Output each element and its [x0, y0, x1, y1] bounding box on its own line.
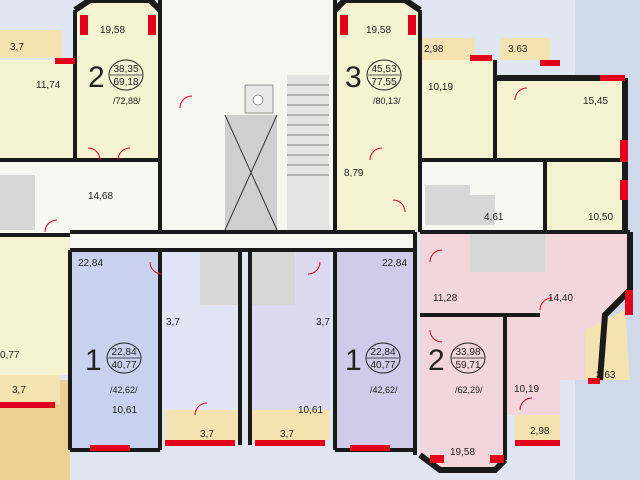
walls: [0, 0, 630, 460]
room-area: 11,74: [36, 80, 61, 91]
room-area: 22,84: [78, 258, 103, 269]
apartment-c: [70, 250, 240, 450]
balcony-d: [250, 410, 330, 440]
room-area: 14,40: [548, 293, 573, 304]
total-area: 77,55: [371, 77, 396, 88]
rooms-count: 2: [88, 61, 105, 94]
room-area: 10,19: [428, 82, 453, 93]
room-area: 8,79: [344, 168, 364, 179]
balcony-left: [0, 375, 60, 405]
apartment-b: [335, 0, 625, 230]
rooms-count: 1: [345, 344, 362, 377]
balcony-a: [0, 30, 62, 58]
full-area: /62,29/: [455, 385, 483, 395]
balcony-b2: [500, 38, 550, 60]
room-area: 11,28: [433, 293, 458, 304]
rooms-count: 1: [85, 344, 102, 377]
room-area: 2,98: [530, 426, 550, 437]
apartment-badge-c: 1 22,84 40,77 /42,62/: [85, 342, 142, 395]
rooms-count: 2: [428, 344, 445, 377]
total-area: 40,77: [370, 360, 395, 371]
apartment-badge-a: 2 38,35 69,18 /72,88/: [88, 59, 144, 106]
living-area: 45,53: [371, 64, 396, 75]
room-area: 19,58: [100, 25, 125, 36]
living-area: 22,84: [370, 347, 395, 358]
room-area: 2,98: [424, 44, 444, 55]
full-area: /42,62/: [370, 385, 398, 395]
door-swings: [44, 87, 553, 416]
room-area: 22,84: [382, 258, 407, 269]
room-area: 3,7: [166, 317, 180, 328]
balcony-e2: [585, 310, 630, 380]
building-core: [160, 0, 335, 232]
balcony-b1: [420, 38, 475, 60]
room-area: 19,58: [366, 25, 391, 36]
room-area: 3,7: [316, 317, 330, 328]
rooms-count: 3: [345, 61, 362, 94]
full-area: /80,13/: [373, 96, 401, 106]
balcony-c: [165, 410, 240, 440]
room-area: 10,61: [112, 405, 137, 416]
apartment-badge-b: 3 45,53 77,55 /80,13/: [345, 59, 402, 106]
room-area: 15,45: [583, 96, 608, 107]
windows: [0, 15, 633, 463]
total-area: 59,71: [455, 360, 480, 371]
room-area: 3,7: [200, 429, 214, 440]
room-area: 10,50: [588, 212, 613, 223]
room-area: 10,19: [514, 384, 539, 395]
room-area: 3.63: [508, 44, 528, 55]
room-area: 3,7: [280, 429, 294, 440]
room-area: 4,61: [484, 212, 504, 223]
room-area: 14,68: [88, 191, 113, 202]
total-area: 69,18: [113, 77, 138, 88]
full-area: /42,62/: [110, 385, 138, 395]
room-area: 10,61: [298, 405, 323, 416]
living-area: 33,98: [455, 347, 480, 358]
room-area: 19,58: [450, 447, 475, 458]
room-area-labels: 3,7 19,58 11,74 14,68 19,58 2,98 3.63 10…: [0, 25, 616, 458]
full-area: /72,88/: [113, 96, 141, 106]
total-area: 40,77: [111, 360, 136, 371]
room-area: 3.63: [596, 370, 616, 381]
room-area: 0,77: [0, 350, 20, 361]
living-area: 22,84: [111, 347, 136, 358]
apartment-d: [250, 250, 415, 450]
apartment-e: [420, 232, 630, 470]
apartment-badge-d: 1 22,84 40,77 /42,62/: [345, 342, 401, 395]
living-area: 38,35: [113, 64, 138, 75]
apartment-a: [0, 0, 160, 240]
apartment-left-edge: [0, 235, 70, 375]
corridor: [70, 232, 415, 250]
room-area: 3,7: [12, 385, 26, 396]
room-area: 3,7: [10, 42, 24, 53]
apartment-badge-e: 2 33,98 59,71 /62,29/: [428, 342, 486, 395]
